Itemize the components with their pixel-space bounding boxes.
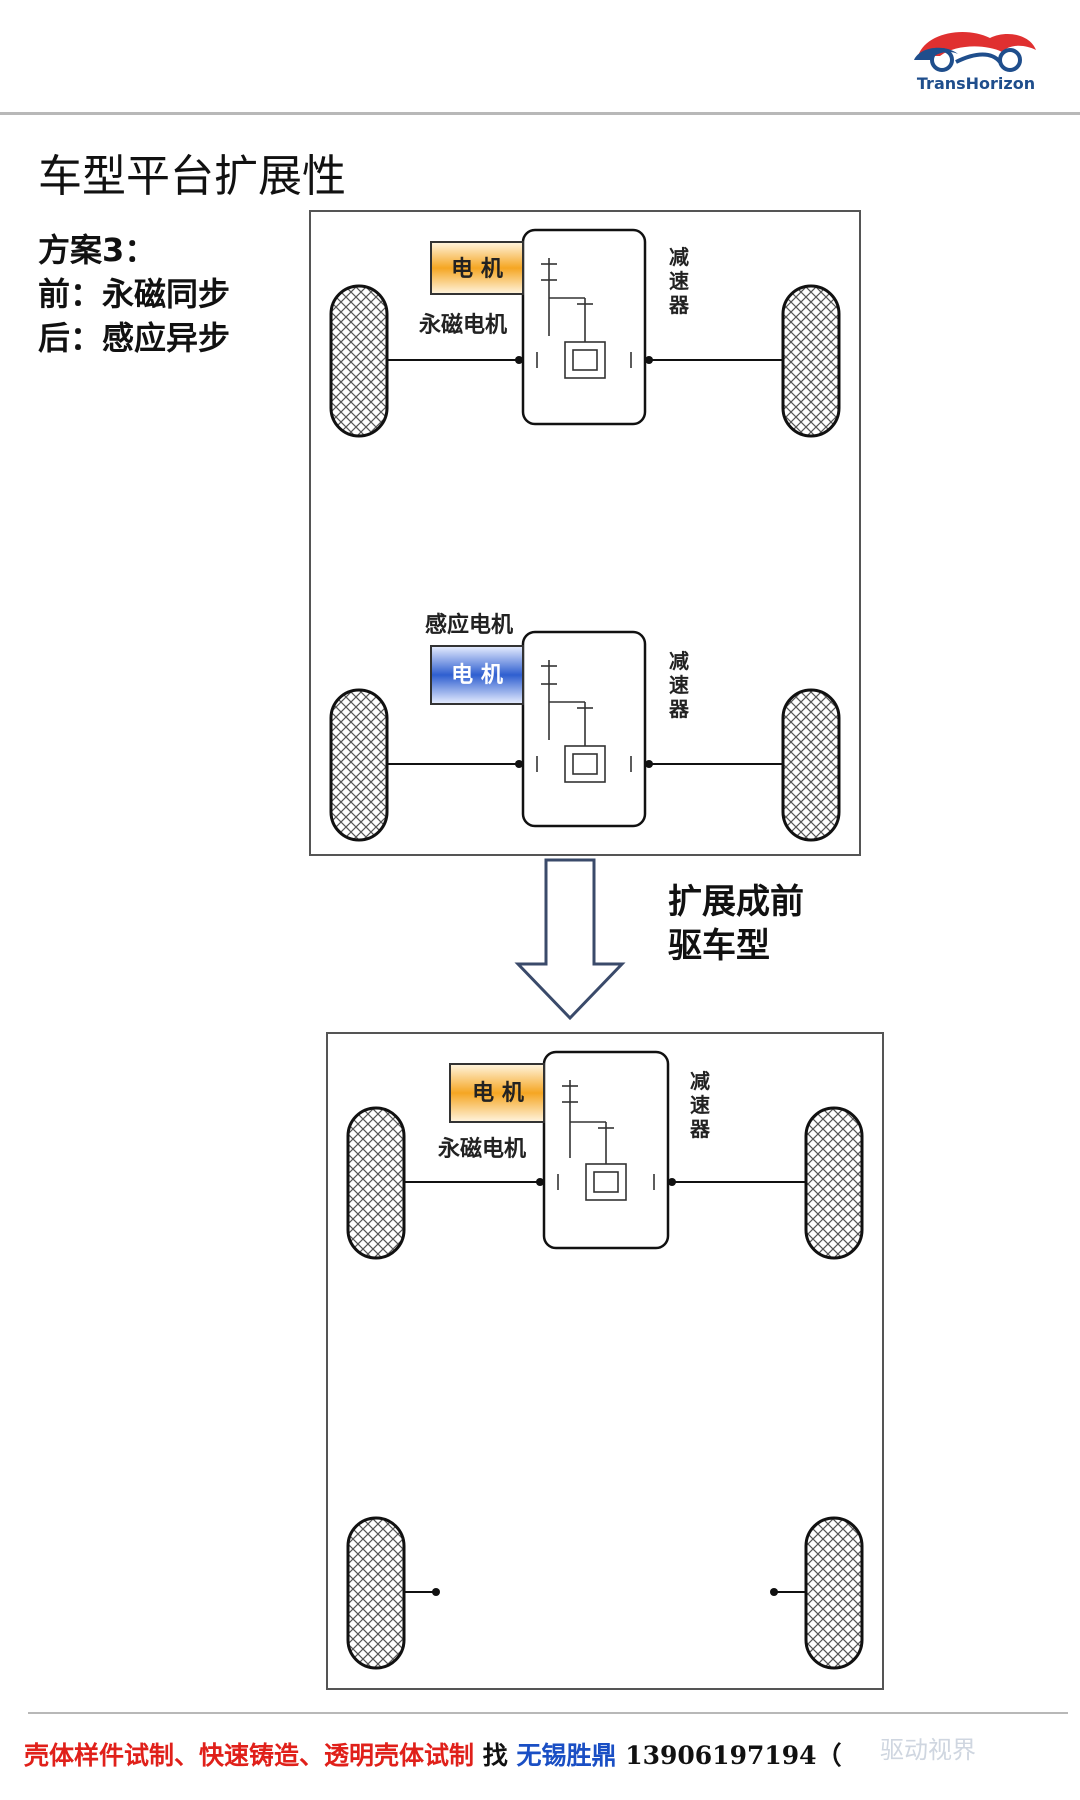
arrow-label: 扩展成前 驱车型 [668, 880, 804, 968]
reducer-label: 减速器 [668, 649, 690, 721]
wheel-front-right [781, 284, 841, 438]
reducer-label: 减速器 [689, 1069, 711, 1141]
rear-wheels [346, 1516, 864, 1670]
fwd-layout-diagram: 电 机 永磁电机 减速器 [326, 1032, 884, 1690]
rear-axle: 电 机 感应电机 减速器 [329, 612, 841, 842]
footer-company: 无锡胜鼎 [516, 1741, 617, 1770]
arrow-label-line2: 驱车型 [668, 926, 770, 966]
motor-type-label: 感应电机 [425, 612, 513, 638]
scheme-rear: 后：感应异步 [38, 319, 231, 357]
wheel-rear-left [329, 688, 389, 842]
wheel-rear-right [804, 1516, 864, 1670]
pm-motor-block [449, 1063, 545, 1123]
pm-motor-block [430, 241, 524, 295]
motor-label: 电 机 [451, 663, 503, 688]
wheel-rear-right [781, 688, 841, 842]
wheel-front-left [346, 1106, 406, 1260]
footer-ad: 壳体样件试制、快速铸造、透明壳体试制 找 无锡胜鼎 13906197194（ [24, 1736, 842, 1772]
arrow-label-line1: 扩展成前 [668, 882, 804, 922]
front-axle: 电 机 永磁电机 减速器 [346, 1050, 864, 1260]
reducer-housing [521, 630, 647, 828]
footer-phone: 13906197194（ [625, 1741, 842, 1770]
motor-type-label: 永磁电机 [419, 312, 507, 338]
wheel-front-left [329, 284, 389, 438]
front-axle: 电 机 永磁电机 减速器 [329, 228, 841, 438]
awd-layout-diagram: 电 机 永磁电机 减速器 电 机 感应电机 减速器 [309, 210, 861, 856]
gear-train [536, 258, 632, 379]
logo-text: TransHorizon [916, 74, 1036, 93]
scheme-title: 方案3： [38, 231, 157, 269]
gear-train [536, 660, 632, 783]
down-arrow-icon [514, 858, 626, 1021]
page-title: 车型平台扩展性 [38, 151, 346, 202]
reducer-housing [521, 228, 647, 426]
gear-train [557, 1080, 655, 1201]
motor-label: 电 机 [472, 1081, 524, 1106]
footer-services: 壳体样件试制、快速铸造、透明壳体试制 [24, 1741, 475, 1770]
motor-label: 电 机 [451, 257, 503, 282]
footer-find: 找 [482, 1741, 508, 1770]
transhorizon-logo: TransHorizon [906, 22, 1046, 102]
watermark: 驱动视界 [880, 1736, 976, 1764]
scheme-front: 前：永磁同步 [38, 275, 231, 313]
scheme-description: 方案3： 前：永磁同步 后：感应异步 [38, 228, 230, 360]
wheel-front-right [804, 1106, 864, 1260]
wheel-rear-left [346, 1516, 406, 1670]
footer-divider [28, 1712, 1068, 1714]
motor-type-label: 永磁电机 [438, 1136, 526, 1162]
header-divider [0, 112, 1080, 115]
car-swirl-logo-icon [914, 32, 1036, 72]
reducer-label: 减速器 [668, 245, 690, 317]
induction-motor-block [430, 645, 524, 705]
